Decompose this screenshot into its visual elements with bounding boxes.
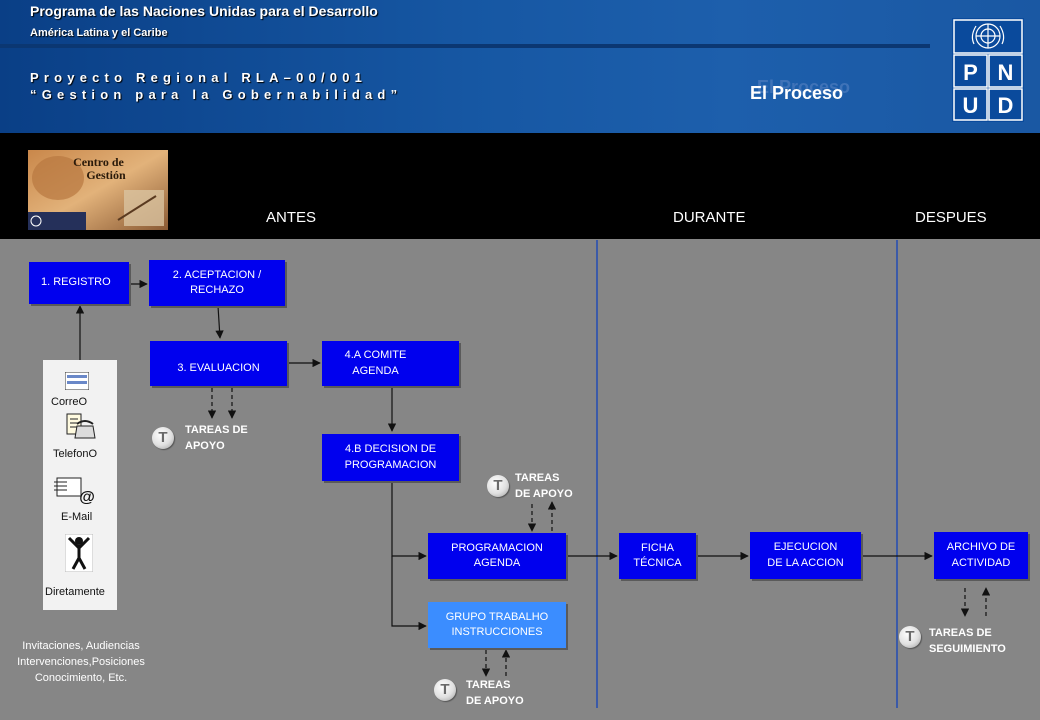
org-subtitle: América Latina y el Caribe <box>30 27 168 39</box>
arrow-decision-to-grupo <box>391 556 427 631</box>
step-ficha-tecnica: FICHA TÉCNICA <box>619 533 696 579</box>
phase-label-durante: DURANTE <box>673 209 746 226</box>
note-tareas-apoyo-2: TAREAS DE APOYO <box>515 472 573 500</box>
step-registro: 1. REGISTRO <box>29 262 129 304</box>
email-at-symbol: @ <box>79 489 95 504</box>
project-code: Proyecto Regional RLA–00/001 <box>30 70 368 85</box>
t-bullet-icon: T <box>152 427 174 449</box>
channel-correo: CorreO <box>51 396 88 408</box>
logo-letter-p: P <box>963 60 978 85</box>
note-tareas-apoyo-3: TAREAS DE APOYO <box>466 679 524 707</box>
step-comite: 4.A COMITE AGENDA <box>322 341 459 386</box>
email-icon: @ <box>54 477 95 504</box>
header-banner: Programa de las Naciones Unidas para el … <box>0 0 1040 133</box>
arrow-decision-to-programacion <box>391 481 427 561</box>
channel-email: E-Mail <box>61 511 93 523</box>
step-aceptacion: 2. ACEPTACION / RECHAZO <box>149 260 285 306</box>
thumbnail-title: Centro de Gestión <box>73 155 127 182</box>
phase-dividers <box>596 240 898 708</box>
person-icon <box>65 534 93 572</box>
step-evaluacion: 3. EVALUACION <box>150 341 287 386</box>
note-tareas-apoyo-1: TAREAS DE APOYO <box>185 424 248 452</box>
phase-label-despues: DESPUES <box>915 209 987 226</box>
channel-panel: CorreO TelefonO @ E-Mail Diretamente <box>43 360 117 610</box>
arrow-aceptacion-to-evaluacion <box>215 305 224 339</box>
phase-label-antes: ANTES <box>266 209 317 226</box>
logo-letter-d: D <box>998 93 1014 118</box>
t-bullet-icon: T <box>434 679 456 701</box>
channel-directo: Diretamente <box>45 586 105 598</box>
note-tareas-seguimiento: TAREAS DE SEGUIMIENTO <box>929 627 1006 655</box>
logo-letter-n: N <box>998 60 1014 85</box>
logo-letter-u: U <box>963 93 979 118</box>
org-title: Programa de las Naciones Unidas para el … <box>30 3 378 19</box>
mail-icon <box>65 372 89 390</box>
channel-telefono: TelefonO <box>53 448 98 460</box>
un-emblem-icon <box>971 23 1005 49</box>
thumbnail-title-line1: Centro de <box>73 155 124 169</box>
pnud-logo: P N U D <box>952 18 1024 122</box>
page-title: El Proceso <box>750 83 844 103</box>
centro-gestion-thumbnail: Centro de Gestión <box>28 150 168 230</box>
telephone-icon <box>66 413 96 439</box>
t-bullet-icon: T <box>487 475 509 497</box>
step-archivo: ARCHIVO DE ACTIVIDAD <box>934 532 1028 579</box>
phase-band <box>0 133 1040 239</box>
header-rule <box>0 44 930 48</box>
step-programacion: PROGRAMACION AGENDA <box>428 533 566 579</box>
thumbnail-title-line2: Gestión <box>86 168 126 182</box>
page-title-shadow: El Proceso <box>757 77 851 97</box>
project-name: “Gestion para la Gobernabilidad” <box>30 87 403 102</box>
step-grupo-trabajo: GRUPO TRABALHO INSTRUCCIONES <box>428 602 566 648</box>
step-ejecucion: EJECUCION DE LA ACCION <box>750 532 861 579</box>
step-decision: 4.B DECISION DE PROGRAMACION <box>322 434 459 481</box>
sources-caption: Invitaciones, Audiencias Intervenciones,… <box>17 640 145 684</box>
t-bullet-icon: T <box>899 626 921 648</box>
